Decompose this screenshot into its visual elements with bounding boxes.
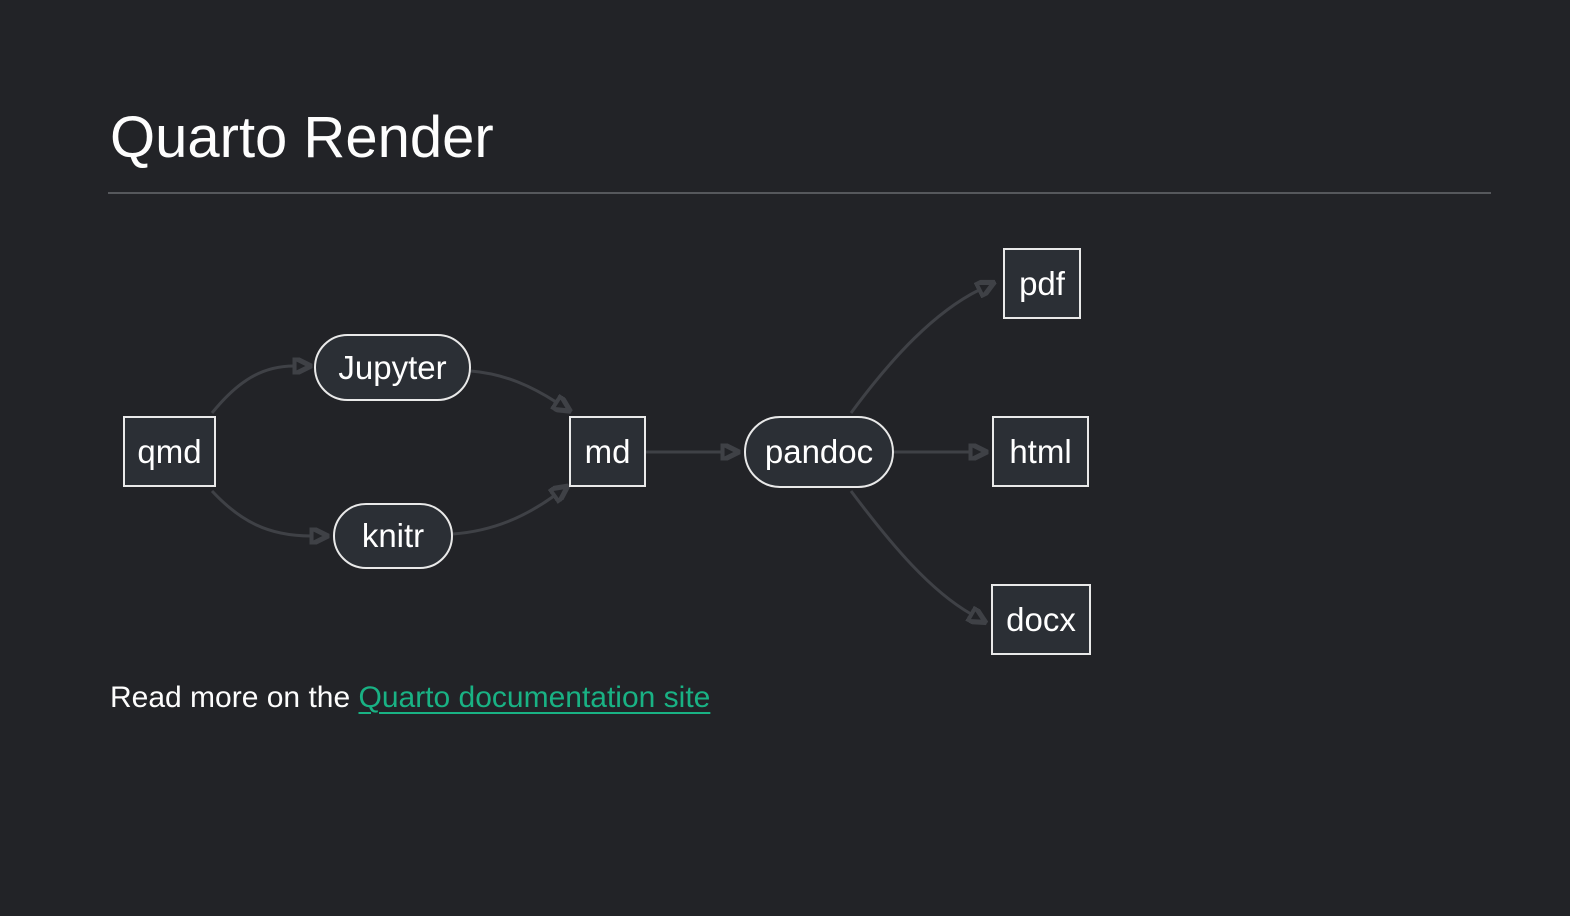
node-knitr: knitr <box>333 503 453 569</box>
footer-prefix: Read more on the <box>110 681 359 714</box>
title-divider <box>108 192 1491 194</box>
node-html: html <box>992 416 1089 487</box>
edge-pandoc-docx <box>849 490 971 614</box>
node-md: md <box>569 416 646 487</box>
edge-knitr-md <box>452 496 554 536</box>
node-pdf: pdf <box>1003 248 1081 319</box>
edge-qmd-jupyter <box>210 366 294 414</box>
edge-jupyter-md <box>470 369 556 402</box>
node-pandoc: pandoc <box>744 416 894 488</box>
page-title: Quarto Render <box>110 105 494 170</box>
node-jupyter: Jupyter <box>314 334 471 401</box>
footer-text: Read more on the Quarto documentation si… <box>110 681 710 715</box>
edge-qmd-knitr <box>210 489 311 536</box>
node-qmd: qmd <box>123 416 216 487</box>
node-docx: docx <box>991 584 1091 655</box>
edge-pandoc-pdf <box>849 290 979 414</box>
quarto-docs-link[interactable]: Quarto documentation site <box>358 681 711 714</box>
